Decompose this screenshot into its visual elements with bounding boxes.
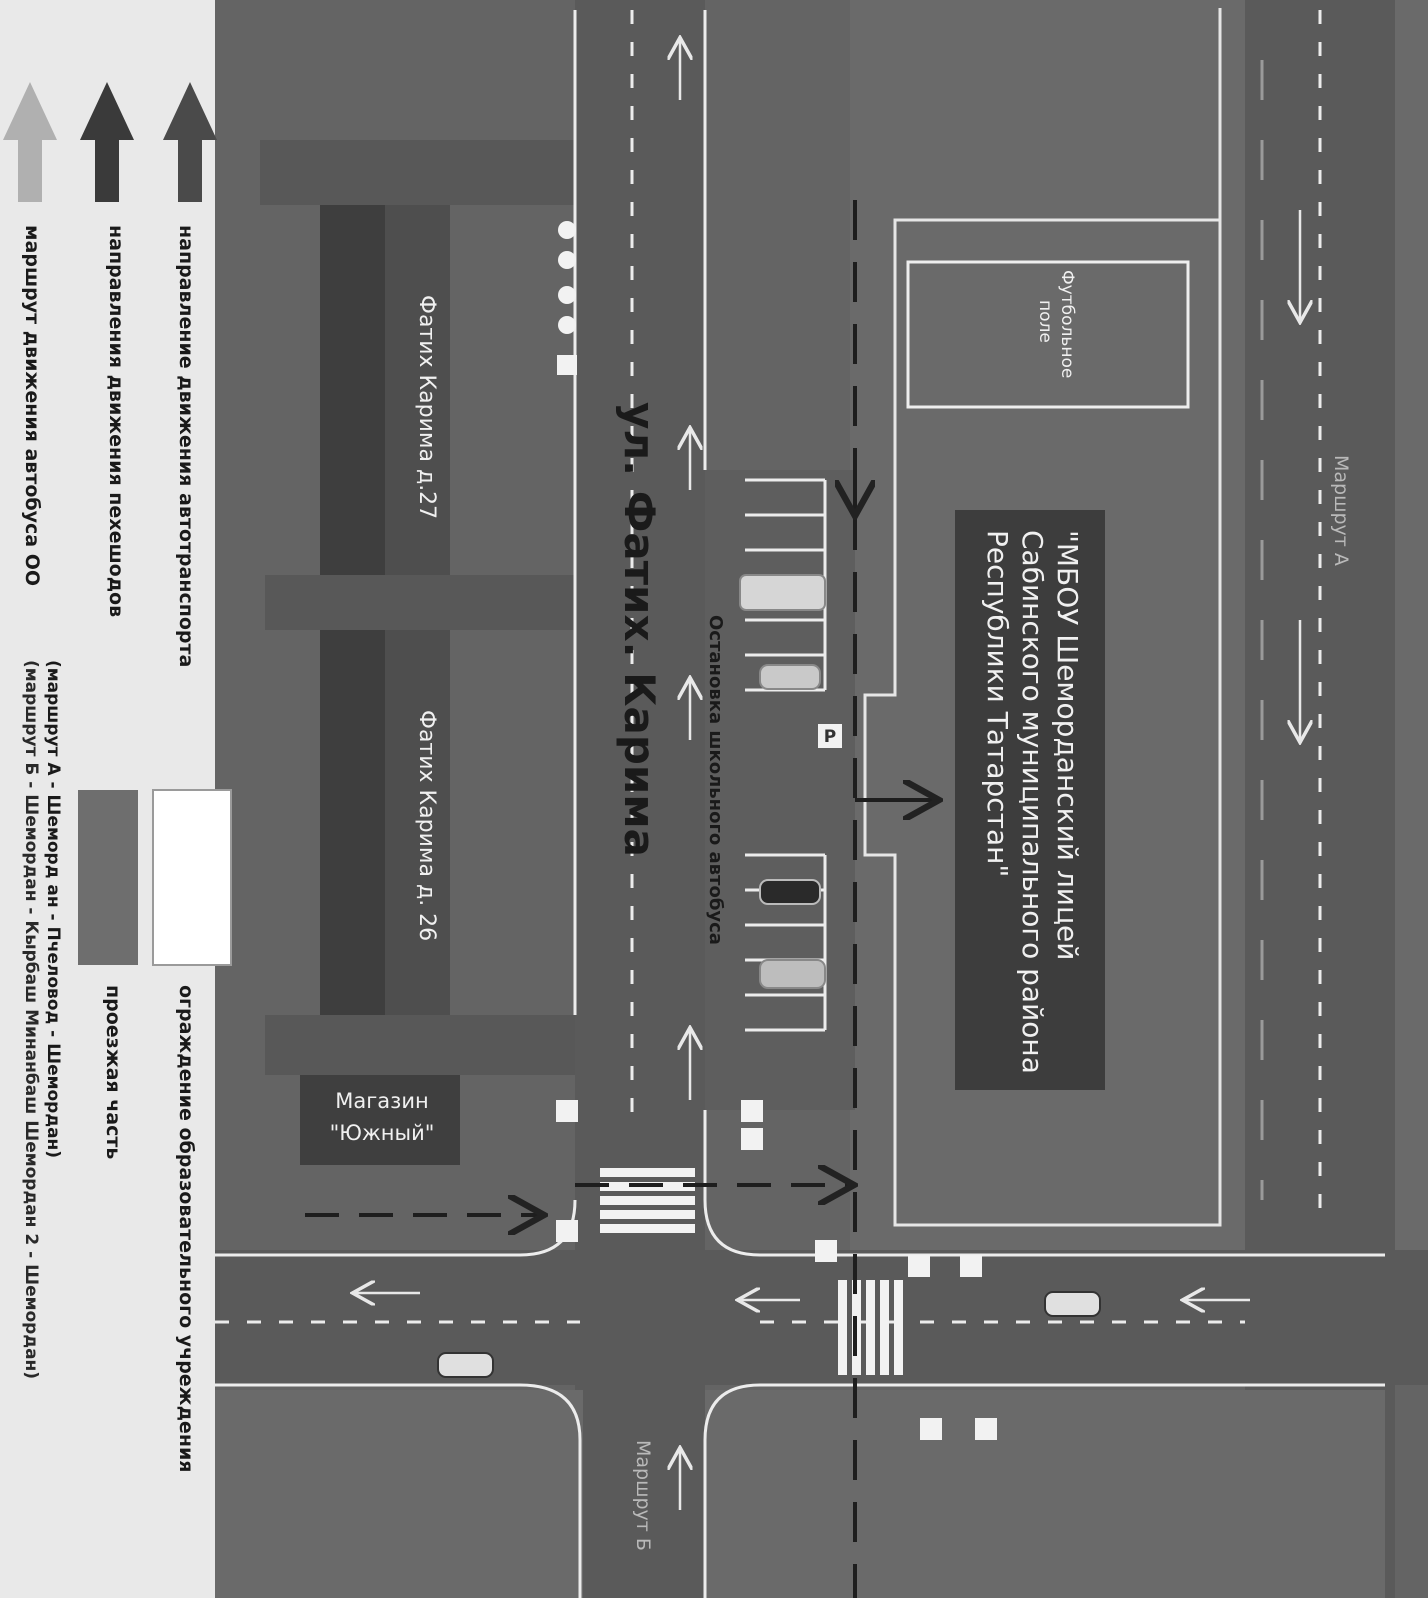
block-lower-left [215,1390,583,1598]
parked-car-2 [759,879,821,905]
legend-bus-text: маршрут движения автобуса ОО [21,225,43,586]
legend-roadway-text: проезжая часть [102,985,124,1159]
driveway-1 [260,140,575,205]
shop-label-1: Магазин [335,1089,428,1113]
car-on-cross-road-1 [1044,1291,1101,1317]
route-b-label: Маршрут Б [632,1440,654,1551]
legend-bus-arrow [3,82,57,202]
legend-pedestrian-arrow [80,82,134,202]
building-house-26-dark [320,630,385,1015]
cross-road [215,1250,1428,1385]
legend-vehicle-arrow [163,82,217,202]
driveway-3 [265,1015,575,1075]
parking-sign-label: P [824,727,836,747]
parking-strip [705,470,855,1110]
route-a-label: Маршрут А [1330,455,1352,566]
school-name-line3: Республики Татарстан" [981,530,1014,877]
school-building [955,510,1105,1090]
legend-vehicle-text: направление движения автотранспорта [175,225,197,667]
legend-roadway-swatch [78,790,138,965]
block-lower-right [705,1390,1385,1598]
legend-route-b-desc: (маршрут Б - Шемордан - Кырбаш Минанбаш … [21,660,41,1379]
school-fence [863,8,1222,1227]
driveway-2 [265,575,575,630]
legend-pedestrian-text: направления движения пехешодов [105,225,127,617]
parking-sign [818,724,842,748]
house-26-label: Фатих Карима д. 26 [414,710,439,941]
school-bus [739,574,826,611]
football-field-label-2: поле [1035,300,1055,343]
legend-fence-text: ограждение образовательного учреждения [175,985,197,1472]
parked-car-3 [759,959,826,989]
bus-stop-label: Остановка школьного автобуса [705,615,726,945]
shop-building [300,1075,460,1165]
street-name: ул. Фатих. Карима [615,402,664,857]
road-signs [556,221,997,1440]
traffic-arrows [355,40,1300,1510]
corner-curve-4 [703,1383,761,1598]
school-name-line2: Сабинского муниципального района [1016,530,1049,1074]
building-house-27-dark [320,205,385,575]
car-on-cross-road-2 [437,1352,494,1378]
corner-curve-3 [519,1383,582,1598]
parked-car-1 [759,664,821,690]
legend-fence-swatch [152,789,232,966]
school-name-line1: "МБОУ Шеморданский лицей [1051,530,1084,960]
football-field-label-1: Футбольное [1057,270,1077,378]
legend-route-a-desc: (маршрут А - Шеморд ан - Пчеловод - Шемо… [43,660,63,1158]
football-field [906,260,1190,409]
corner-curve-2 [703,1199,761,1257]
pedestrian-route [305,200,935,1598]
shop-label-2: "Южный" [330,1121,435,1145]
house-27-label: Фатих Карима д.27 [414,295,439,519]
